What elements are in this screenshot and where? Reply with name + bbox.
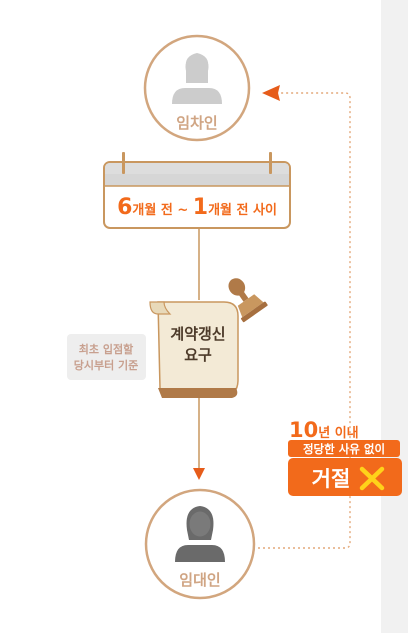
note-line2: 당시부터 기준 — [74, 358, 139, 372]
person-icon — [175, 506, 225, 562]
person-icon — [172, 53, 222, 104]
note-box: 최초 입점할 당시부터 기준 — [67, 334, 146, 380]
return-dotted-path — [253, 92, 351, 549]
lessor-avatar: 임대인 — [144, 488, 256, 600]
refusal-block: 10년 이내 정당한 사유 없이 거절 — [288, 418, 402, 496]
lessee-avatar: 임차인 — [143, 34, 251, 142]
right-gray-panel — [381, 0, 408, 633]
calendar-text-end: 개월 전 사이 — [208, 202, 277, 218]
refusal-years: 10년 이내 — [289, 418, 359, 442]
left-arrow-icon — [262, 85, 280, 101]
note-line1: 최초 입점할 — [79, 342, 133, 356]
lessee-label: 임차인 — [176, 114, 217, 132]
request-line2: 요구 — [184, 346, 212, 364]
refusal-reason: 정당한 사유 없이 — [303, 442, 385, 456]
refusal-years-text: 년 이내 — [318, 425, 358, 441]
calendar-icon: 6개월 전 ~ 1개월 전 사이 — [103, 152, 291, 229]
calendar-num-end: 1 — [193, 195, 208, 220]
refusal-years-num: 10 — [289, 418, 318, 442]
calendar-period: 6개월 전 ~ 1개월 전 사이 — [117, 195, 277, 220]
down-arrow-icon — [193, 468, 205, 480]
calendar-num-start: 6 — [117, 195, 132, 220]
calendar-text-start: 개월 전 ~ — [132, 202, 192, 218]
refusal-label: 거절 — [312, 467, 351, 491]
request-line1: 계약갱신 — [170, 325, 225, 343]
x-mark-icon — [359, 466, 385, 491]
lessor-label: 임대인 — [179, 571, 220, 589]
stamp-scroll-icon: 계약갱신 요구 — [149, 278, 268, 398]
